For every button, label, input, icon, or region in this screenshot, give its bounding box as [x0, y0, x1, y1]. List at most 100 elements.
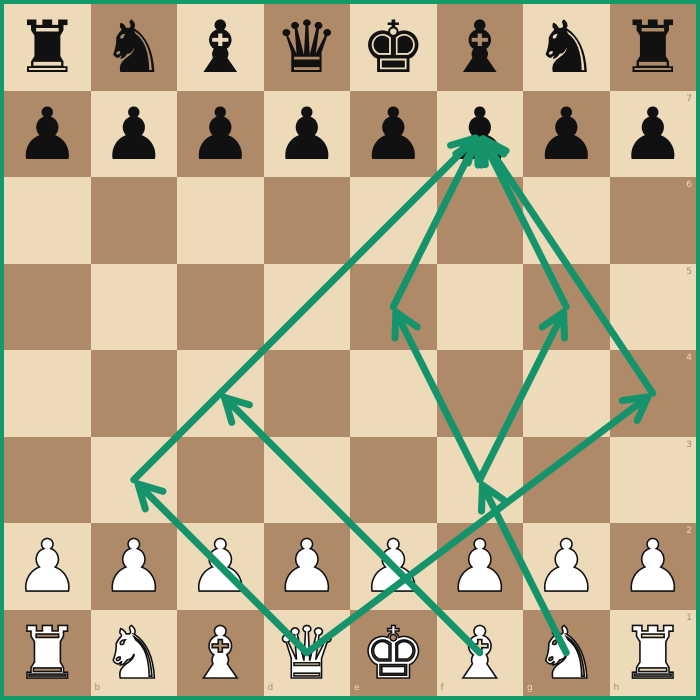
square-c5[interactable] — [177, 263, 264, 350]
white-king-icon[interactable]: ♚ — [360, 610, 426, 695]
square-e3[interactable] — [350, 436, 437, 523]
white-knight-icon[interactable]: ♞ — [533, 610, 599, 695]
square-b8[interactable]: ♞ — [90, 4, 177, 91]
square-f8[interactable]: ♝ — [436, 4, 523, 91]
square-h5[interactable]: 5 — [609, 263, 696, 350]
square-b7[interactable]: ♟ — [90, 90, 177, 177]
square-a8[interactable]: ♜ — [4, 4, 91, 91]
square-d1[interactable]: ♛d — [263, 609, 350, 696]
square-a3[interactable] — [4, 436, 91, 523]
black-rook-icon[interactable]: ♜ — [620, 5, 686, 90]
black-king-icon[interactable]: ♚ — [360, 5, 426, 90]
black-pawn-icon[interactable]: ♟ — [14, 91, 80, 176]
rank-label-7: 7 — [686, 93, 692, 104]
square-e8[interactable]: ♚ — [350, 4, 437, 91]
square-f4[interactable] — [436, 350, 523, 437]
black-knight-icon[interactable]: ♞ — [533, 5, 599, 90]
square-d5[interactable] — [263, 263, 350, 350]
white-bishop-icon[interactable]: ♝ — [447, 610, 513, 695]
white-pawn-icon[interactable]: ♟ — [187, 524, 253, 609]
square-d3[interactable] — [263, 436, 350, 523]
square-b1[interactable]: ♞b — [90, 609, 177, 696]
square-g6[interactable] — [523, 177, 610, 264]
black-pawn-icon[interactable]: ♟ — [101, 91, 167, 176]
square-h3[interactable]: 3 — [609, 436, 696, 523]
square-g1[interactable]: ♞g — [523, 609, 610, 696]
black-rook-icon[interactable]: ♜ — [14, 5, 80, 90]
black-pawn-icon[interactable]: ♟ — [187, 91, 253, 176]
square-d7[interactable]: ♟ — [263, 90, 350, 177]
black-bishop-icon[interactable]: ♝ — [187, 5, 253, 90]
square-a4[interactable] — [4, 350, 91, 437]
white-queen-icon[interactable]: ♛ — [274, 610, 340, 695]
black-pawn-icon[interactable]: ♟ — [360, 91, 426, 176]
black-pawn-icon[interactable]: ♟ — [533, 91, 599, 176]
white-pawn-icon[interactable]: ♟ — [533, 524, 599, 609]
square-d4[interactable] — [263, 350, 350, 437]
square-g4[interactable] — [523, 350, 610, 437]
black-queen-icon[interactable]: ♛ — [274, 5, 340, 90]
white-pawn-icon[interactable]: ♟ — [447, 524, 513, 609]
square-h2[interactable]: ♟2 — [609, 523, 696, 610]
white-pawn-icon[interactable]: ♟ — [101, 524, 167, 609]
square-h7[interactable]: ♟7 — [609, 90, 696, 177]
file-label-d: d — [267, 683, 274, 693]
rank-label-3: 3 — [686, 439, 692, 450]
white-knight-icon[interactable]: ♞ — [101, 610, 167, 695]
square-h4[interactable]: 4 — [609, 350, 696, 437]
square-b2[interactable]: ♟ — [90, 523, 177, 610]
white-pawn-icon[interactable]: ♟ — [14, 524, 80, 609]
square-b6[interactable] — [90, 177, 177, 264]
square-b3[interactable] — [90, 436, 177, 523]
white-bishop-icon[interactable]: ♝ — [187, 610, 253, 695]
black-pawn-icon[interactable]: ♟ — [620, 91, 686, 176]
white-rook-icon[interactable]: ♜ — [14, 610, 80, 695]
square-c7[interactable]: ♟ — [177, 90, 264, 177]
square-f3[interactable] — [436, 436, 523, 523]
square-f6[interactable] — [436, 177, 523, 264]
square-d8[interactable]: ♛ — [263, 4, 350, 91]
square-f5[interactable] — [436, 263, 523, 350]
square-a6[interactable] — [4, 177, 91, 264]
square-h8[interactable]: ♜ — [609, 4, 696, 91]
square-e5[interactable] — [350, 263, 437, 350]
square-a2[interactable]: ♟ — [4, 523, 91, 610]
square-c8[interactable]: ♝ — [177, 4, 264, 91]
square-f7[interactable]: ♟ — [436, 90, 523, 177]
black-pawn-icon[interactable]: ♟ — [447, 91, 513, 176]
black-pawn-icon[interactable]: ♟ — [274, 91, 340, 176]
square-g2[interactable]: ♟ — [523, 523, 610, 610]
square-a5[interactable] — [4, 263, 91, 350]
black-knight-icon[interactable]: ♞ — [101, 5, 167, 90]
square-g3[interactable] — [523, 436, 610, 523]
square-c4[interactable] — [177, 350, 264, 437]
square-h6[interactable]: 6 — [609, 177, 696, 264]
white-pawn-icon[interactable]: ♟ — [620, 524, 686, 609]
white-pawn-icon[interactable]: ♟ — [274, 524, 340, 609]
square-e1[interactable]: ♚e — [350, 609, 437, 696]
square-a1[interactable]: ♜ — [4, 609, 91, 696]
square-b5[interactable] — [90, 263, 177, 350]
square-b4[interactable] — [90, 350, 177, 437]
square-e4[interactable] — [350, 350, 437, 437]
square-g7[interactable]: ♟ — [523, 90, 610, 177]
square-f1[interactable]: ♝f — [436, 609, 523, 696]
square-c1[interactable]: ♝ — [177, 609, 264, 696]
square-g8[interactable]: ♞ — [523, 4, 610, 91]
square-d2[interactable]: ♟ — [263, 523, 350, 610]
square-c2[interactable]: ♟ — [177, 523, 264, 610]
black-bishop-icon[interactable]: ♝ — [447, 5, 513, 90]
square-f2[interactable]: ♟ — [436, 523, 523, 610]
square-c3[interactable] — [177, 436, 264, 523]
square-e7[interactable]: ♟ — [350, 90, 437, 177]
white-pawn-icon[interactable]: ♟ — [360, 524, 426, 609]
square-c6[interactable] — [177, 177, 264, 264]
square-e6[interactable] — [350, 177, 437, 264]
square-e2[interactable]: ♟ — [350, 523, 437, 610]
square-g5[interactable] — [523, 263, 610, 350]
square-a7[interactable]: ♟ — [4, 90, 91, 177]
square-d6[interactable] — [263, 177, 350, 264]
white-rook-icon[interactable]: ♜ — [620, 610, 686, 695]
